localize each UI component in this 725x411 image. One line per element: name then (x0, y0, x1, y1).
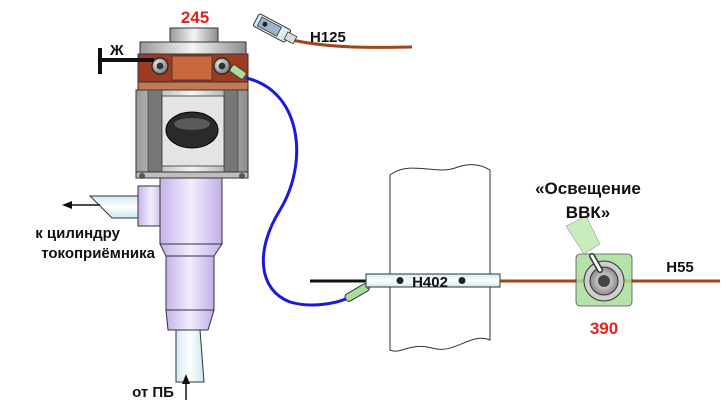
device-number-label: 245 (181, 8, 209, 27)
wire-n125-label: Н125 (310, 29, 346, 46)
blue-wire-lug-top (229, 64, 247, 80)
left-terminal-bolt (151, 57, 169, 75)
wire-n55-label: Н55 (666, 259, 694, 276)
from-pb-label: от ПБ (132, 384, 174, 401)
right-terminal-bolt (213, 57, 231, 75)
cylinder-label-line1: к цилиндру (35, 225, 120, 242)
lighting-label-line1: «Освещение (535, 179, 641, 198)
lighting-switch (565, 215, 633, 307)
valve-head (135, 27, 249, 179)
wire-blue (245, 76, 349, 307)
valve-body (137, 173, 223, 331)
lighting-label-line2: ВВК» (566, 203, 610, 222)
ground-rod (98, 48, 154, 74)
ground-label: Ж (109, 42, 124, 59)
cylinder-pipe (62, 195, 141, 219)
terminal-post (389, 164, 491, 352)
wire-n125-lug (253, 13, 298, 45)
switch-number-label: 390 (590, 319, 618, 338)
pb-pipe (175, 329, 205, 400)
wire-n402-label: Н402 (412, 274, 448, 291)
wire-n125 (291, 38, 413, 49)
cylinder-label-line2: токоприёмника (41, 245, 155, 262)
